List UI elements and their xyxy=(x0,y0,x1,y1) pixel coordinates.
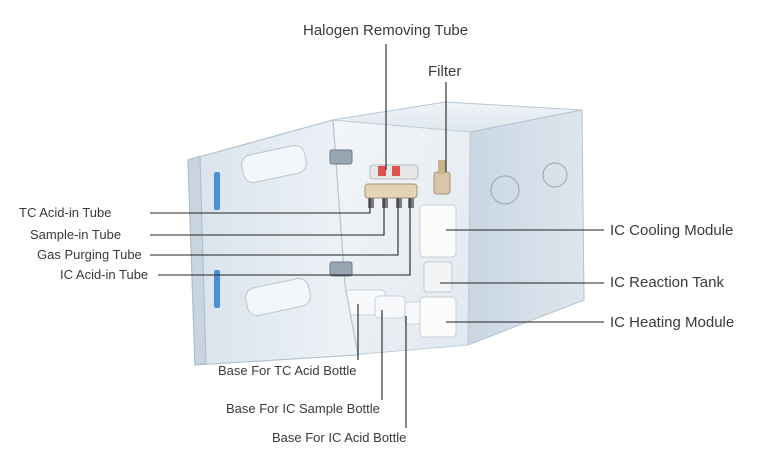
filter-shape xyxy=(433,160,451,195)
leader-gas-purging xyxy=(150,198,399,256)
door-hinges xyxy=(329,149,353,277)
leader-lines xyxy=(150,44,604,428)
ic-cooling-module-shape xyxy=(419,204,457,258)
door-slot-top xyxy=(241,145,307,183)
tube-manifold xyxy=(364,183,418,208)
leader-sample-in xyxy=(150,198,385,236)
label-base-for-ic-acid-bottle: Base For IC Acid Bottle xyxy=(272,430,407,445)
door-slot-bottom xyxy=(245,278,311,316)
label-filter: Filter xyxy=(428,63,462,80)
vent-grill xyxy=(490,162,568,205)
door-edge xyxy=(187,155,207,366)
label-base-for-tc-acid-bottle: Base For TC Acid Bottle xyxy=(218,363,357,378)
label-tc-acid-in-tube: TC Acid-in Tube xyxy=(19,205,112,220)
label-sample-in-tube: Sample-in Tube xyxy=(30,227,122,242)
halogen-tube-shape xyxy=(369,164,419,180)
ic-reaction-tank-shape xyxy=(423,261,453,293)
label-base-for-ic-sample-bottle: Base For IC Sample Bottle xyxy=(226,401,380,416)
cabinet-side xyxy=(467,109,585,346)
leader-ic-acid-in xyxy=(158,198,411,276)
label-ic-reaction-tank: IC Reaction Tank xyxy=(610,274,724,291)
door-blue-strips xyxy=(214,172,220,308)
label-ic-heating-module: IC Heating Module xyxy=(610,314,735,331)
label-halogen-removing-tube: Halogen Removing Tube xyxy=(303,22,469,39)
label-ic-cooling-module: IC Cooling Module xyxy=(610,222,734,239)
label-gas-purging-tube: Gas Purging Tube xyxy=(37,247,142,262)
label-ic-acid-in-tube: IC Acid-in Tube xyxy=(60,267,149,282)
ic-heating-module-shape xyxy=(419,296,457,338)
leader-tc-acid-in xyxy=(150,198,371,214)
